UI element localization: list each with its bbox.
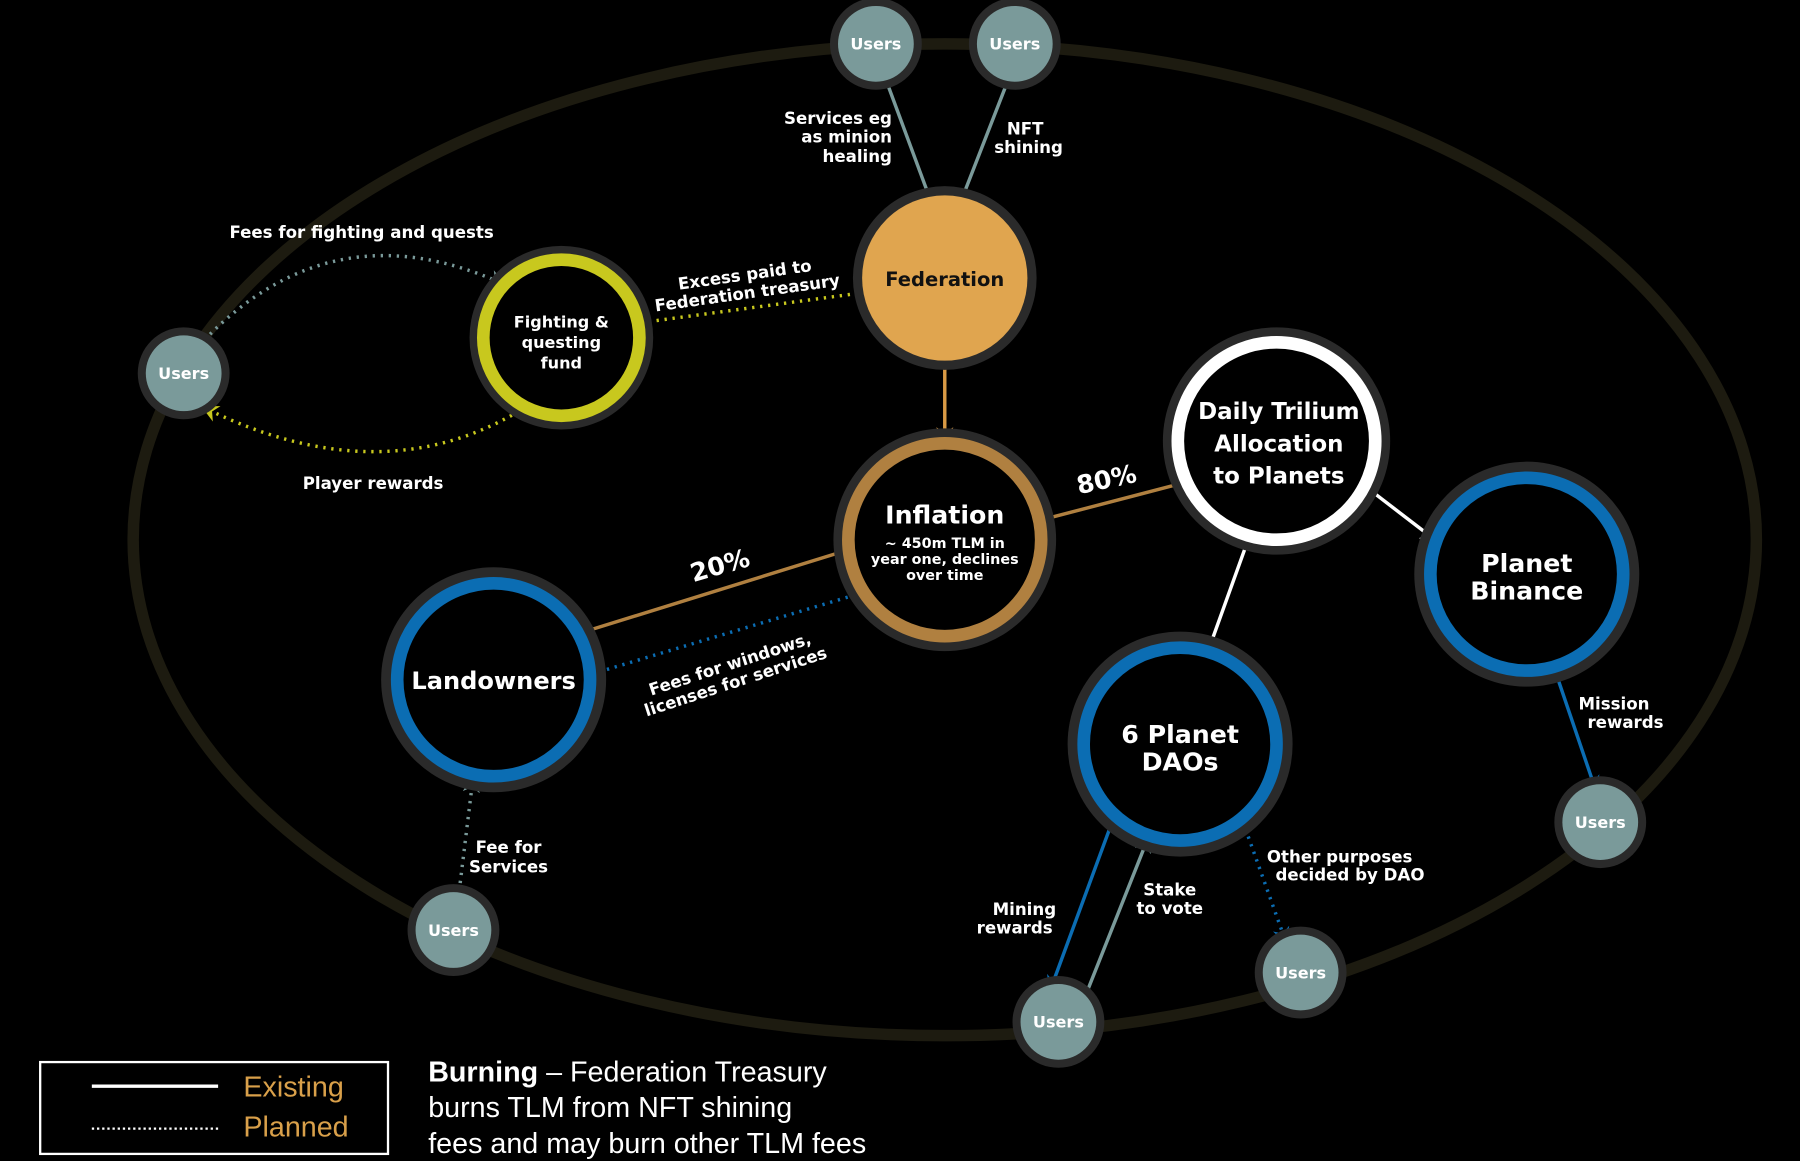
legend: Existing Planned	[39, 1060, 390, 1156]
users-label: Users	[989, 35, 1040, 54]
daily-line: Daily Trilium	[1198, 399, 1359, 425]
landowners-node[interactable]: Landowners	[381, 567, 607, 793]
fighting-line: Fighting &	[514, 312, 609, 331]
arrow-daily-to-daos	[1204, 536, 1251, 656]
users-node-left[interactable]: Users	[137, 327, 230, 420]
fighting-line: fund	[541, 354, 582, 373]
arrow-binance-to-users	[1555, 674, 1600, 794]
inflation-sub: year one, declines	[871, 552, 1019, 568]
excess-label: Excess paid toFederation treasury	[651, 252, 841, 315]
users-node-landowners[interactable]: Users	[407, 884, 500, 976]
inflation-sub: ~ 450m TLM in	[885, 536, 1005, 552]
fighting-line: questing	[522, 333, 602, 352]
users-node-mission[interactable]: Users	[1554, 776, 1647, 869]
daily-line: Allocation	[1214, 431, 1343, 457]
arrow-users-stake-to-daos	[1084, 835, 1151, 995]
pct-80-label: 80%	[1074, 459, 1139, 500]
users-label: Users	[1033, 1013, 1084, 1032]
binance-line: Binance	[1470, 576, 1583, 605]
federation-node[interactable]: Federation	[852, 186, 1037, 370]
users-label: Users	[850, 35, 901, 54]
inflation-sub: over time	[906, 568, 984, 584]
binance-line: Planet	[1481, 549, 1572, 578]
burning-note: Burning – Federation Treasury burns TLM …	[428, 1057, 866, 1160]
arrow-users-to-federation-nft	[956, 79, 1010, 208]
legend-planned-label: Planned	[243, 1112, 348, 1144]
arrow-fighting-to-federation	[648, 283, 882, 324]
users-node-top-left[interactable]: Users	[829, 0, 922, 90]
daily-line: to Planets	[1213, 463, 1344, 489]
users-label: Users	[1275, 963, 1326, 982]
users-node-top-right[interactable]: Users	[968, 0, 1061, 90]
arrow-users-fee-to-landowners	[457, 775, 480, 892]
fighting-fund-node[interactable]: Fighting & questing fund	[469, 245, 654, 430]
legend-existing-label: Existing	[243, 1072, 343, 1104]
daos-line: 6 Planet	[1121, 720, 1239, 749]
users-label: Users	[428, 921, 479, 940]
fees-windows-label: Fees for windows,licenses for services	[636, 626, 829, 721]
arrow-users-to-federation-services	[884, 79, 936, 208]
fees-fighting-label: Fees for fighting and quests	[229, 223, 493, 242]
landowners-label: Landowners	[411, 667, 576, 695]
daos-line: DAOs	[1142, 747, 1219, 776]
ecosystem-ellipse	[127, 38, 1763, 1042]
arrow-daos-other-to-users	[1243, 828, 1290, 945]
users-node-mining[interactable]: Users	[1012, 975, 1105, 1068]
arrow-fighting-rewards-to-users	[201, 406, 520, 454]
inflation-title: Inflation	[885, 501, 1004, 530]
player-rewards-label: Player rewards	[303, 474, 444, 493]
federation-label: Federation	[885, 268, 1004, 291]
arrow-inflation-to-landowners	[574, 549, 845, 639]
users-label: Users	[158, 364, 209, 383]
users-node-other[interactable]: Users	[1254, 926, 1347, 1019]
arrow-daos-mining-to-users	[1047, 823, 1113, 993]
arrow-users-fees-to-fighting	[203, 253, 506, 342]
users-label: Users	[1575, 813, 1626, 832]
